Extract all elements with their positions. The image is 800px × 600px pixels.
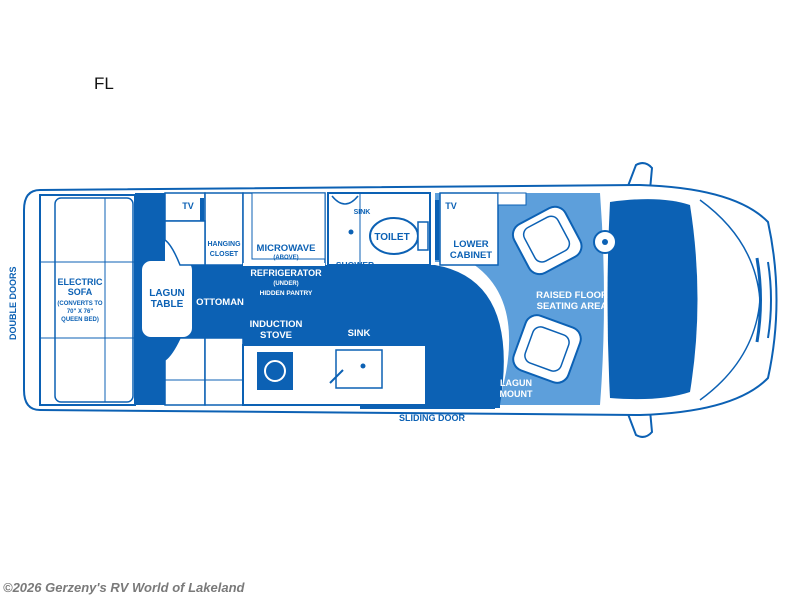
faucet-icon — [329, 369, 344, 384]
tv-left-label: TV — [182, 201, 194, 211]
induction-stove-label-1: INDUCTION — [250, 319, 303, 330]
lagun-table — [142, 261, 192, 337]
toilet-label: TOILET — [374, 232, 409, 243]
steering-wheel-icon — [593, 230, 617, 254]
captain-seat-bottom — [512, 314, 582, 384]
lagun-mount-label-2: MOUNT — [500, 389, 533, 399]
hanging-closet-label-2: CLOSET — [210, 251, 239, 258]
kitchen-sink-basin — [335, 349, 383, 389]
mirror-top — [626, 162, 654, 192]
steps-bottom — [164, 337, 206, 406]
tv-left-cabinet — [164, 192, 206, 222]
double-doors-label: DOUBLE DOORS — [8, 266, 18, 340]
microwave-label: MICROWAVE — [257, 243, 316, 254]
windshield — [607, 199, 698, 400]
shower-label: SHOWER — [336, 260, 374, 270]
raised-floor-label-1: RAISED FLOOR — [536, 290, 608, 301]
refrigerator-note: (UNDER) — [273, 281, 298, 287]
model-code: FL — [94, 74, 114, 93]
lagun-mount-label-1: LAGUN — [500, 378, 532, 388]
mirror-bottom — [626, 408, 654, 438]
grille-left — [755, 257, 762, 343]
hidden-pantry-strip — [243, 263, 325, 266]
toilet-tank — [417, 221, 429, 251]
cabinet-vent — [497, 192, 527, 206]
watermark: ©2026 Gerzeny's RV World of Lakeland — [3, 580, 245, 595]
bath-sink-basin — [331, 195, 359, 205]
captain-seat-top — [511, 205, 583, 276]
lower-cabinet-label-1: LOWER — [453, 239, 488, 250]
raised-floor-label-2: SEATING AREA — [537, 301, 608, 312]
microwave-inner — [251, 192, 326, 260]
sink-drain-icon — [360, 363, 366, 369]
hanging-closet-label-1: HANGING — [207, 241, 241, 248]
grille-right — [767, 261, 772, 339]
lower-cabinet — [439, 192, 499, 266]
kitchen-sink-label: SINK — [348, 328, 371, 339]
bath-sink-label: SINK — [354, 209, 371, 216]
lower-cabinet-label-2: CABINET — [450, 250, 492, 261]
induction-stove-icon — [257, 352, 293, 390]
sofa-seat — [54, 197, 134, 403]
sofa-note-1: (CONVERTS TO — [57, 301, 103, 307]
electric-sofa-label-1: ELECTRIC — [58, 277, 104, 287]
ottoman-block — [204, 337, 244, 406]
stove-burner — [264, 360, 286, 382]
tv-right-label: TV — [445, 201, 457, 211]
induction-stove-label-2: STOVE — [260, 330, 292, 341]
tv-right-screen — [435, 200, 439, 260]
hidden-pantry-label: HIDDEN PANTRY — [260, 290, 313, 297]
lagun-table-label-2: TABLE — [151, 299, 184, 310]
sliding-door-label: SLIDING DOOR — [399, 413, 466, 423]
ottoman-label: OTTOMAN — [196, 297, 244, 308]
microwave-note: (ABOVE) — [273, 255, 298, 261]
refrigerator-label: REFRIGERATOR — [250, 268, 322, 278]
sofa-note-3: QUEEN BED) — [61, 317, 99, 323]
sofa-note-2: 70" X 76" — [67, 309, 94, 315]
sliding-door-marker — [360, 404, 495, 409]
lagun-table-label-1: LAGUN — [149, 288, 185, 299]
hanging-closet — [204, 192, 244, 266]
steps-top — [164, 220, 206, 266]
electric-sofa-label-2: SOFA — [68, 287, 93, 297]
shower-drain-icon — [348, 229, 354, 235]
